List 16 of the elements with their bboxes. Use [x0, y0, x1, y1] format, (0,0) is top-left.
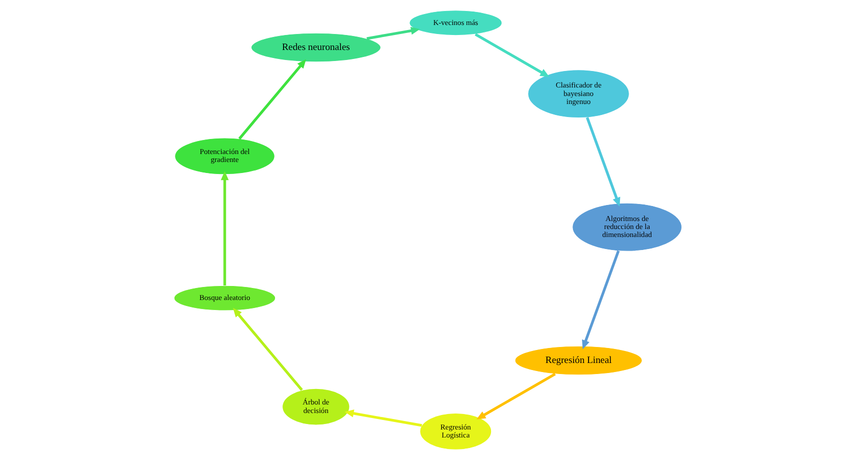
- arrow: [366, 26, 420, 40]
- arrow: [344, 410, 422, 427]
- arrow: [220, 171, 229, 286]
- node-ellipse: Bosque aleatorio: [174, 285, 276, 311]
- arrow: [476, 372, 556, 420]
- node-ellipse: Redes neuronales: [250, 32, 381, 62]
- arrow: [582, 250, 620, 350]
- arrow: [474, 33, 550, 77]
- node-ellipse: Regresión Logística: [420, 412, 492, 450]
- arrow: [238, 59, 306, 140]
- node-ellipse: Algoritmos de reducción de la dimensionalidad: [572, 202, 682, 252]
- node-ellipse: Árbol de decisión: [282, 388, 350, 426]
- arrow: [586, 117, 620, 207]
- arrow: [232, 308, 303, 391]
- node-ellipse: Potenciación del gradiente: [174, 138, 275, 175]
- node-ellipse: Regresión Lineal: [514, 346, 642, 376]
